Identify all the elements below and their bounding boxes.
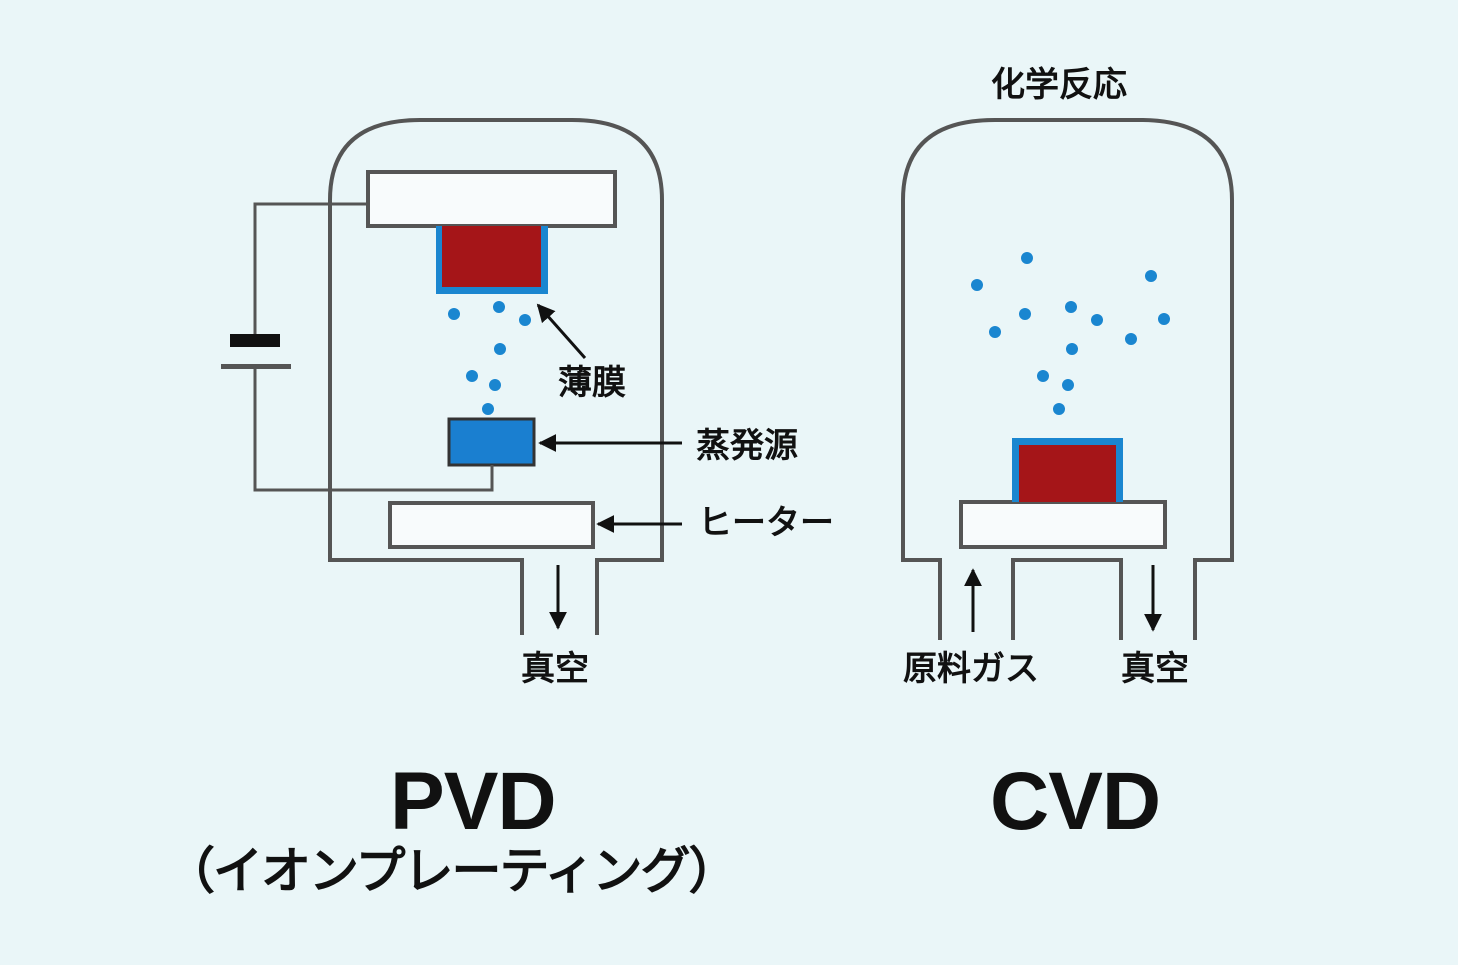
cvd-heater-stage — [959, 500, 1167, 549]
pvd-label-heater: ヒーター — [698, 503, 834, 543]
pvd-battery-negative-plate — [230, 334, 280, 347]
cvd-particle — [1037, 370, 1049, 382]
pvd-label-thin-film: 薄膜 — [558, 363, 626, 403]
pvd-thin-film-arrow — [536, 303, 587, 359]
pvd-particle — [466, 370, 478, 382]
pvd-particle — [482, 403, 494, 415]
pvd-particles — [448, 301, 531, 415]
pvd-title: PVD — [390, 756, 557, 847]
cvd-particle — [1158, 313, 1170, 325]
pvd-circuit-wire-top — [253, 202, 368, 340]
pvd-particle — [448, 308, 460, 320]
pvd-particle — [494, 343, 506, 355]
cvd-particle — [1053, 403, 1065, 415]
cvd-particle — [1065, 301, 1077, 313]
cvd-particle — [1125, 333, 1137, 345]
cvd-particle — [971, 279, 983, 291]
cvd-particle — [1091, 314, 1103, 326]
pvd-substrate-holder — [366, 170, 617, 228]
pvd-diagram — [221, 118, 682, 635]
pvd-particle — [519, 314, 531, 326]
pvd-subtitle: （イオンプレーティング） — [165, 842, 738, 900]
cvd-label-source-gas: 原料ガス — [903, 649, 1039, 689]
pvd-label-evaporation-source: 蒸発源 — [696, 426, 798, 466]
pvd-evaporation-source — [447, 417, 536, 467]
cvd-particle — [1145, 270, 1157, 282]
cvd-label-vacuum: 真空 — [1121, 649, 1189, 689]
pvd-particle — [493, 301, 505, 313]
pvd-particle — [489, 379, 501, 391]
pvd-chamber-outline — [328, 118, 664, 635]
cvd-particle — [989, 326, 1001, 338]
pvd-substrate — [442, 226, 541, 287]
pvd-heater — [388, 501, 595, 549]
cvd-particles — [971, 252, 1170, 415]
pvd-battery-positive-plate — [221, 364, 291, 369]
cvd-particle — [1021, 252, 1033, 264]
cvd-particle — [1066, 343, 1078, 355]
cvd-substrate — [1019, 445, 1116, 502]
cvd-chamber-outline — [901, 118, 1234, 640]
cvd-diagram — [901, 118, 1234, 640]
cvd-inner-pipe — [1011, 558, 1123, 640]
cvd-label-chemical-reaction: 化学反応 — [991, 65, 1127, 105]
pvd-label-vacuum: 真空 — [521, 649, 589, 689]
cvd-title: CVD — [990, 756, 1161, 847]
cvd-particle — [1062, 379, 1074, 391]
pvd-circuit-wire-bottom — [253, 366, 494, 492]
cvd-particle — [1019, 308, 1031, 320]
